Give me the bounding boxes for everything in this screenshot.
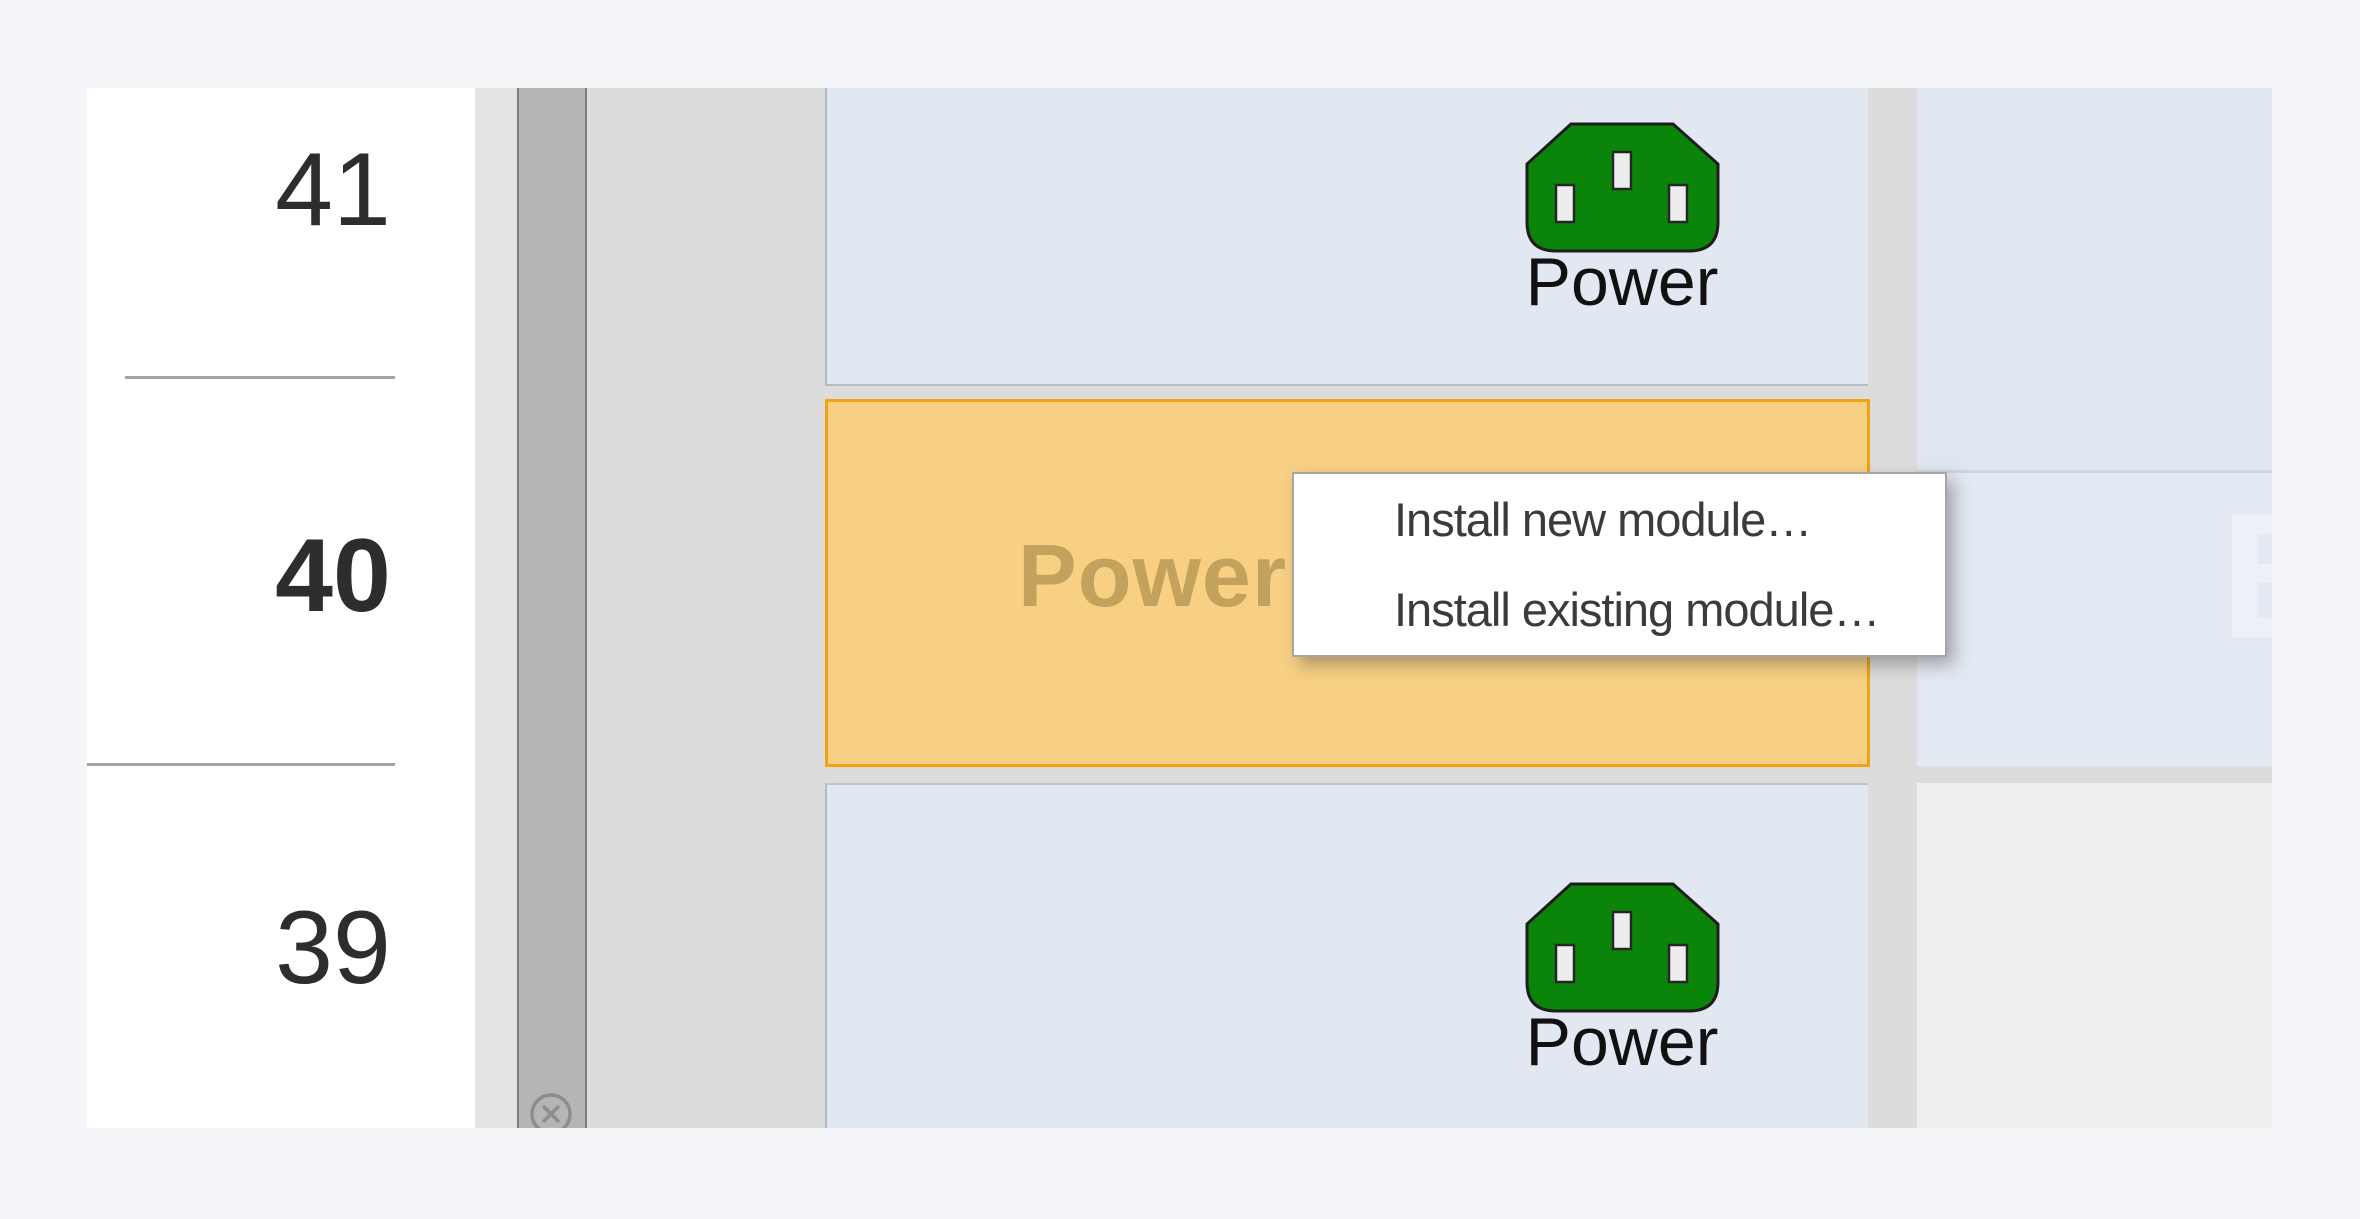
module-slot-right-middle[interactable]: B xyxy=(1917,473,2272,766)
rack-unit-panel xyxy=(87,88,475,1128)
power-connector-icon xyxy=(1525,122,1720,253)
close-icon[interactable] xyxy=(529,1092,573,1128)
selected-module-label: Power xyxy=(1018,526,1288,625)
vertical-scrollbar[interactable] xyxy=(517,88,587,1128)
rack-rail-gap xyxy=(475,88,517,1128)
module-watermark-letter: B xyxy=(2220,487,2272,665)
menu-item-install-new-module[interactable]: Install new module… xyxy=(1394,492,1812,546)
unit-divider xyxy=(125,376,395,379)
slot-divider xyxy=(1917,470,2272,473)
context-menu: Install new module… Install existing mod… xyxy=(1292,472,1947,657)
menu-item-install-existing-module[interactable]: Install existing module… xyxy=(1394,583,1880,637)
rack-unit-41-label: 41 xyxy=(275,131,391,248)
module-label: Power xyxy=(1525,1004,1719,1080)
module-label: Power xyxy=(1525,244,1719,320)
rack-unit-40-label: 40 xyxy=(275,517,391,634)
module-slot-right-top[interactable] xyxy=(1917,88,2272,470)
power-connector-icon xyxy=(1525,882,1720,1013)
unit-divider xyxy=(87,763,395,766)
empty-bay-right-bottom[interactable] xyxy=(1917,783,2272,1128)
rack-unit-39-label: 39 xyxy=(275,889,391,1006)
